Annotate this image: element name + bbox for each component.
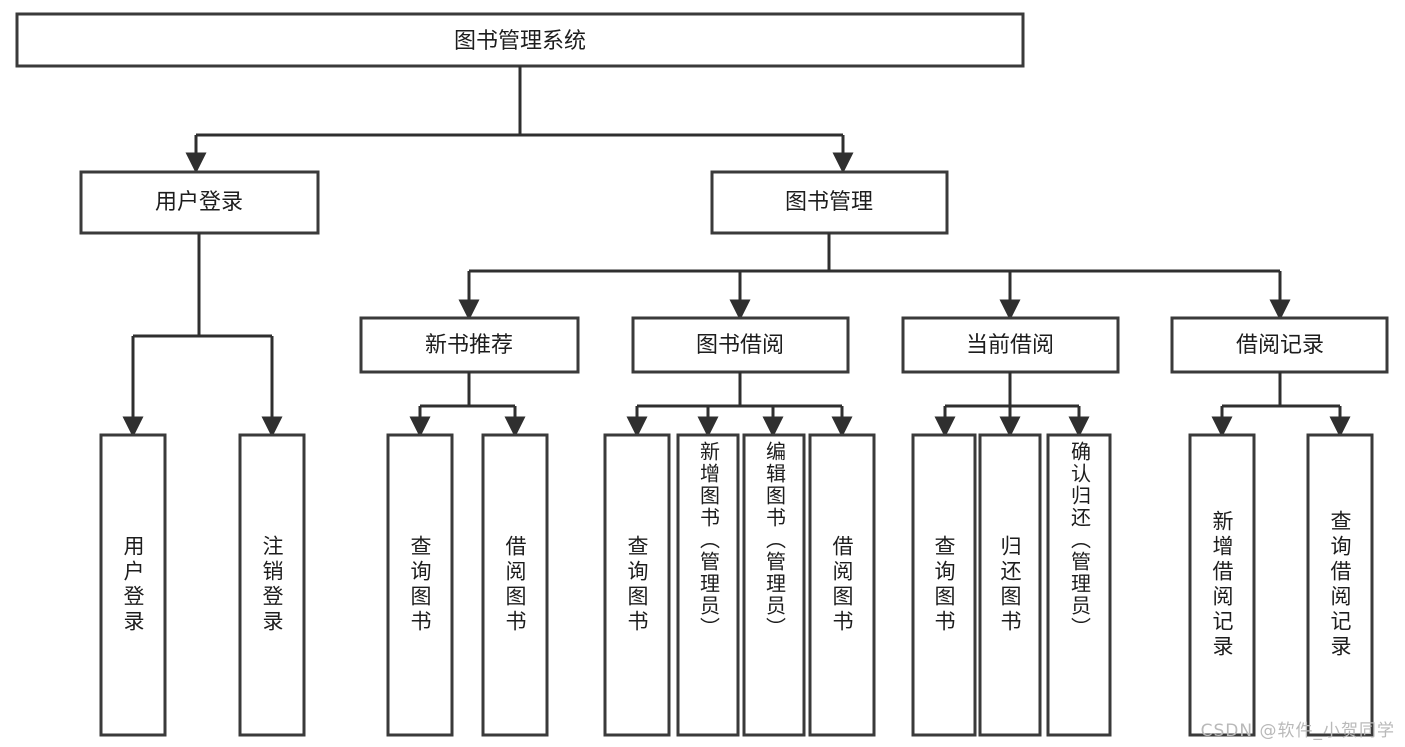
leaf-box-confirm-return-admin[interactable] (1046, 433, 1112, 737)
leaf-box-return-book[interactable] (978, 433, 1042, 737)
node-borrow-record[interactable]: 借阅记录 (1170, 316, 1389, 374)
node-book-manage[interactable]: 图书管理 (710, 170, 949, 235)
leaf-box-edit-book-admin[interactable] (742, 433, 806, 737)
leaf-box-query-book-borrow[interactable] (603, 433, 671, 737)
leaf-box-logout[interactable] (238, 433, 306, 737)
watermark-text: CSDN @软件_小贺同学 (1200, 721, 1395, 741)
node-book-manage-label: 图书管理 (785, 190, 873, 215)
node-root[interactable]: 图书管理系统 (15, 12, 1025, 68)
leaf-box-borrow-book[interactable] (808, 433, 876, 737)
leaf-box-borrow-book-rec[interactable] (481, 433, 549, 737)
leaf-box-user-login[interactable] (99, 433, 167, 737)
node-book-borrow-label: 图书借阅 (696, 333, 784, 358)
leaf-box-query-book-current[interactable] (911, 433, 977, 737)
node-root-label: 图书管理系统 (454, 29, 586, 54)
leaf-box-query-record[interactable] (1306, 433, 1374, 737)
node-new-book-recommend[interactable]: 新书推荐 (359, 316, 580, 374)
leaf-box-add-record[interactable] (1188, 433, 1256, 737)
node-current-borrow-label: 当前借阅 (966, 333, 1054, 358)
leaf-box-query-book-rec[interactable] (386, 433, 454, 737)
node-user-login[interactable]: 用户登录 (79, 170, 320, 235)
node-borrow-record-label: 借阅记录 (1236, 333, 1324, 358)
node-user-login-label: 用户登录 (155, 190, 243, 215)
node-book-borrow[interactable]: 图书借阅 (631, 316, 850, 374)
leaf-box-add-book-admin[interactable] (676, 433, 740, 737)
node-current-borrow[interactable]: 当前借阅 (901, 316, 1120, 374)
node-new-book-recommend-label: 新书推荐 (425, 333, 513, 358)
